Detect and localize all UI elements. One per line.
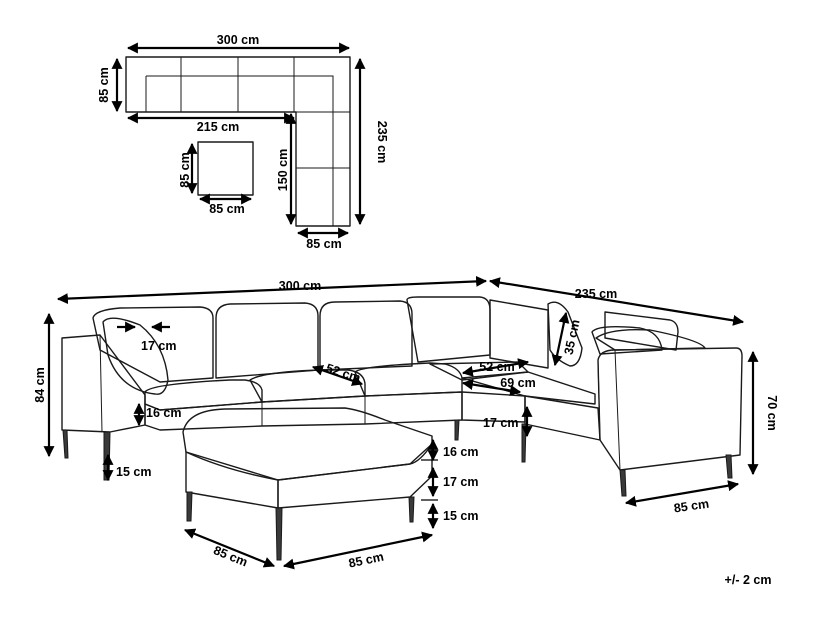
front-view-dimensions: 300 cm 235 cm 84 cm 70 cm 17 cm 35 cm 52… — [33, 275, 779, 571]
plan-seams — [180, 57, 350, 169]
ottoman-leg-3 — [408, 496, 415, 523]
back-cushion-4 — [406, 296, 491, 363]
front-seat-depth-right-label: 52 cm — [479, 360, 514, 374]
front-arm-width-label: 17 cm — [141, 339, 176, 353]
top-overall-depth-label: 235 cm — [375, 121, 389, 163]
front-overall-width-label: 300 cm — [279, 279, 321, 293]
ottoman-width-label: 85 cm — [347, 550, 385, 571]
ottoman-depth-label: 85 cm — [211, 543, 249, 569]
top-arm-depth-label: 85 cm — [97, 67, 111, 102]
front-back-height-label: 84 cm — [33, 367, 47, 402]
front-side-length-label: 235 cm — [575, 287, 617, 301]
sofa-leg-6 — [725, 454, 733, 479]
front-base-height-label: 17 cm — [483, 416, 518, 430]
tolerance-note: +/- 2 cm — [725, 573, 772, 587]
right-armrest-top — [595, 328, 706, 351]
front-leg-height-label: 15 cm — [116, 465, 151, 479]
sofa-leg-1 — [62, 429, 69, 459]
top-side-width-label: 85 cm — [306, 237, 341, 251]
ottoman-drawing — [182, 407, 433, 561]
ottoman-top — [182, 407, 433, 481]
ottoman-leg-2 — [275, 507, 283, 561]
sofa-leg-4 — [521, 423, 527, 463]
sofa-leg-3 — [454, 419, 460, 441]
top-view-plan — [125, 56, 351, 227]
ottoman-base — [185, 451, 279, 509]
ottoman-leg-height-label: 15 cm — [443, 509, 478, 523]
throw-pillow-left — [102, 317, 169, 395]
seat-cushion-3 — [354, 362, 463, 397]
left-armrest — [61, 334, 146, 433]
top-view-dimensions: 300 cm 85 cm 215 cm 235 cm 150 cm 85 cm … — [97, 33, 389, 251]
front-section-depth-label: 85 cm — [673, 497, 710, 516]
top-ottoman-depth-label: 85 cm — [178, 152, 192, 187]
top-ottoman-width-label: 85 cm — [209, 202, 244, 216]
back-cushion-1 — [92, 306, 214, 383]
top-inner-width-label: 215 cm — [197, 120, 239, 134]
top-overall-width-label: 300 cm — [217, 33, 259, 47]
back-cushion-2 — [215, 302, 319, 379]
sofa-leg-5 — [619, 469, 627, 497]
front-corner-depth-label: 69 cm — [500, 376, 535, 390]
throw-pillow-right-2 — [591, 325, 663, 355]
ottoman-leg-1 — [186, 491, 193, 522]
front-seat-depth-left-label: 52 cm — [324, 361, 362, 385]
ottoman-plan — [197, 141, 254, 196]
front-arm-height-label: 70 cm — [765, 395, 779, 430]
top-inner-depth-label: 150 cm — [276, 149, 290, 191]
ottoman-base-height-label: 17 cm — [443, 475, 478, 489]
seat-cushion-1 — [144, 379, 263, 411]
front-seat-thickness-label: 16 cm — [146, 406, 181, 420]
right-armrest — [597, 347, 743, 471]
back-cushion-5 — [489, 299, 549, 369]
back-cushion-3 — [319, 300, 413, 371]
ottoman-cushion-height-label: 16 cm — [443, 445, 478, 459]
sofa-base-front — [144, 391, 463, 431]
